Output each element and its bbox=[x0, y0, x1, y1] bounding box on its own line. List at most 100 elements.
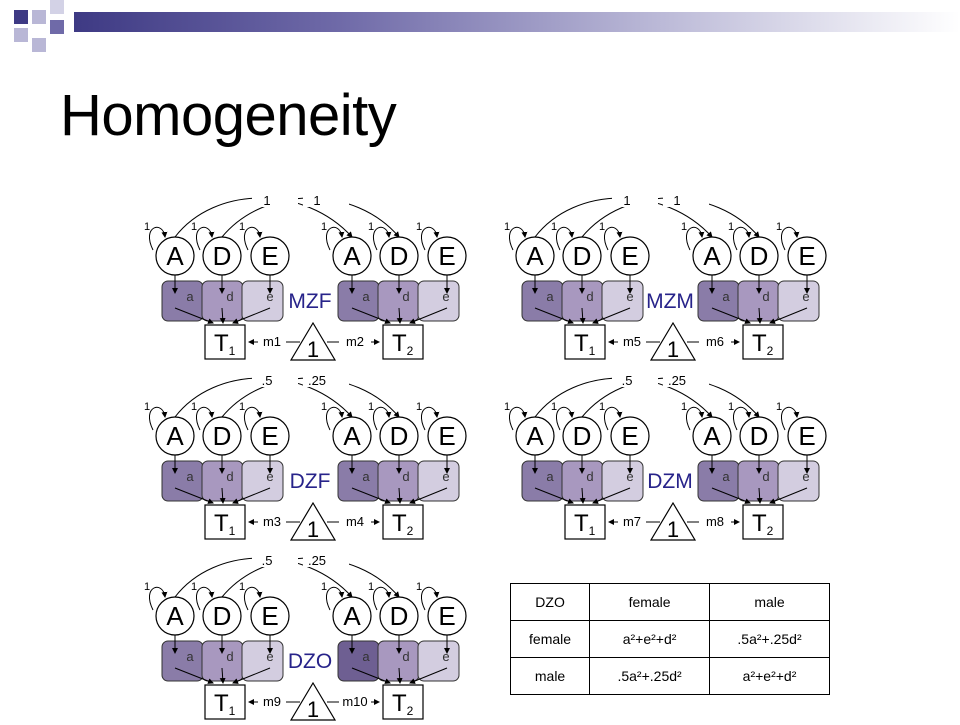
latent-label-d: D bbox=[390, 241, 409, 271]
path-to-t2 bbox=[409, 667, 448, 684]
path-box-t2-e bbox=[777, 460, 820, 502]
latent-t1-d bbox=[562, 416, 602, 456]
logo-square-light-4 bbox=[32, 38, 46, 52]
latent-t2-d bbox=[379, 236, 419, 276]
page-title: Homogeneity bbox=[60, 83, 397, 148]
corr-a-label: .5 bbox=[622, 373, 633, 388]
label-bg bbox=[303, 373, 349, 387]
path-label-a: a bbox=[186, 289, 194, 304]
path-to-t2 bbox=[396, 487, 403, 504]
latent-t1-a bbox=[155, 596, 195, 636]
t1-box bbox=[564, 324, 606, 360]
label-bg bbox=[252, 553, 298, 567]
path-box-t2-a bbox=[337, 460, 380, 502]
path-box-t2-e bbox=[417, 460, 460, 502]
variance-loop bbox=[780, 406, 800, 431]
table-header-row: DZO female male bbox=[509, 583, 830, 621]
t2-subscript: 2 bbox=[407, 344, 414, 358]
latent-t1-a bbox=[155, 416, 195, 456]
latent-label-e: E bbox=[261, 421, 278, 451]
variance-loop bbox=[555, 406, 575, 431]
variance-loop bbox=[603, 226, 623, 251]
mean-node-label: 1 bbox=[667, 517, 679, 542]
path-to-t1 bbox=[174, 487, 214, 504]
variance-label: 1 bbox=[681, 221, 687, 233]
path-box-t1-a bbox=[161, 280, 204, 322]
path-to-t2 bbox=[351, 487, 391, 504]
label-bg bbox=[258, 694, 286, 708]
variance-loop bbox=[603, 406, 623, 431]
mean-left-label: m1 bbox=[263, 334, 281, 349]
variance-loop bbox=[732, 226, 752, 251]
path-to-t2 bbox=[756, 487, 763, 504]
label-bg bbox=[339, 694, 371, 708]
path-box-t2-a bbox=[337, 280, 380, 322]
latent-t2-e bbox=[427, 596, 467, 636]
path-label-d: d bbox=[586, 469, 593, 484]
latent-t1-a bbox=[155, 236, 195, 276]
t1-box bbox=[204, 504, 246, 540]
label-bg bbox=[339, 514, 371, 528]
path-label-e: e bbox=[266, 289, 273, 304]
mean-triangle bbox=[289, 321, 337, 361]
variance-label: 1 bbox=[368, 581, 374, 593]
path-to-t2 bbox=[756, 307, 763, 324]
variance-loop bbox=[508, 226, 528, 251]
variance-label: 1 bbox=[144, 221, 150, 233]
variance-loop bbox=[148, 586, 168, 611]
path-to-t2 bbox=[351, 667, 391, 684]
path-label-e: e bbox=[626, 289, 633, 304]
path-box-t2-e bbox=[777, 280, 820, 322]
path-to-t1 bbox=[232, 307, 271, 324]
latent-label-e: E bbox=[261, 601, 278, 631]
path-label-d: d bbox=[226, 469, 233, 484]
t1-subscript: 1 bbox=[229, 704, 236, 718]
variance-label: 1 bbox=[551, 221, 557, 233]
label-bg bbox=[612, 373, 658, 387]
label-bg bbox=[339, 334, 371, 348]
t1-subscript: 1 bbox=[589, 344, 596, 358]
variance-loop bbox=[325, 406, 345, 431]
label-bg bbox=[663, 373, 709, 387]
logo-square-light-3 bbox=[14, 28, 28, 42]
path-box-t1-a bbox=[161, 640, 204, 682]
path-box-t1-e bbox=[241, 280, 284, 322]
label-bg bbox=[663, 193, 709, 207]
group-label: DZM bbox=[647, 470, 693, 493]
latent-t1-a bbox=[515, 236, 555, 276]
corr-d-label: .25 bbox=[308, 553, 326, 568]
latent-t2-d bbox=[379, 596, 419, 636]
path-to-t2 bbox=[409, 487, 448, 504]
variance-label: 1 bbox=[321, 401, 327, 413]
path-label-d: d bbox=[586, 289, 593, 304]
t2-box bbox=[742, 504, 784, 540]
path-to-t1 bbox=[232, 487, 271, 504]
variance-label: 1 bbox=[599, 221, 605, 233]
logo-square-dark bbox=[14, 10, 28, 24]
latent-label-a: A bbox=[526, 421, 544, 451]
latent-label-d: D bbox=[750, 241, 769, 271]
path-label-a: a bbox=[546, 289, 554, 304]
variance-loop bbox=[420, 586, 440, 611]
variance-label: 1 bbox=[776, 401, 782, 413]
corr-d-label: .25 bbox=[668, 373, 686, 388]
variance-loop bbox=[243, 586, 263, 611]
variance-label: 1 bbox=[239, 401, 245, 413]
table-row: male .5a²+.25d² a²+e²+d² bbox=[509, 657, 830, 695]
variance-loop bbox=[780, 226, 800, 251]
path-box-t2-e bbox=[417, 280, 460, 322]
title-bar-gradient bbox=[74, 12, 960, 32]
mean-node-label: 1 bbox=[307, 697, 319, 722]
path-to-t2 bbox=[769, 307, 808, 324]
path-box-t2-a bbox=[697, 460, 740, 502]
latent-label-a: A bbox=[343, 241, 361, 271]
t1-box bbox=[204, 324, 246, 360]
table-cell: a²+e²+d² bbox=[709, 657, 830, 695]
path-to-t1 bbox=[219, 667, 226, 684]
latent-t2-a bbox=[332, 416, 372, 456]
variance-label: 1 bbox=[239, 581, 245, 593]
latent-t2-a bbox=[692, 416, 732, 456]
variance-label: 1 bbox=[776, 221, 782, 233]
